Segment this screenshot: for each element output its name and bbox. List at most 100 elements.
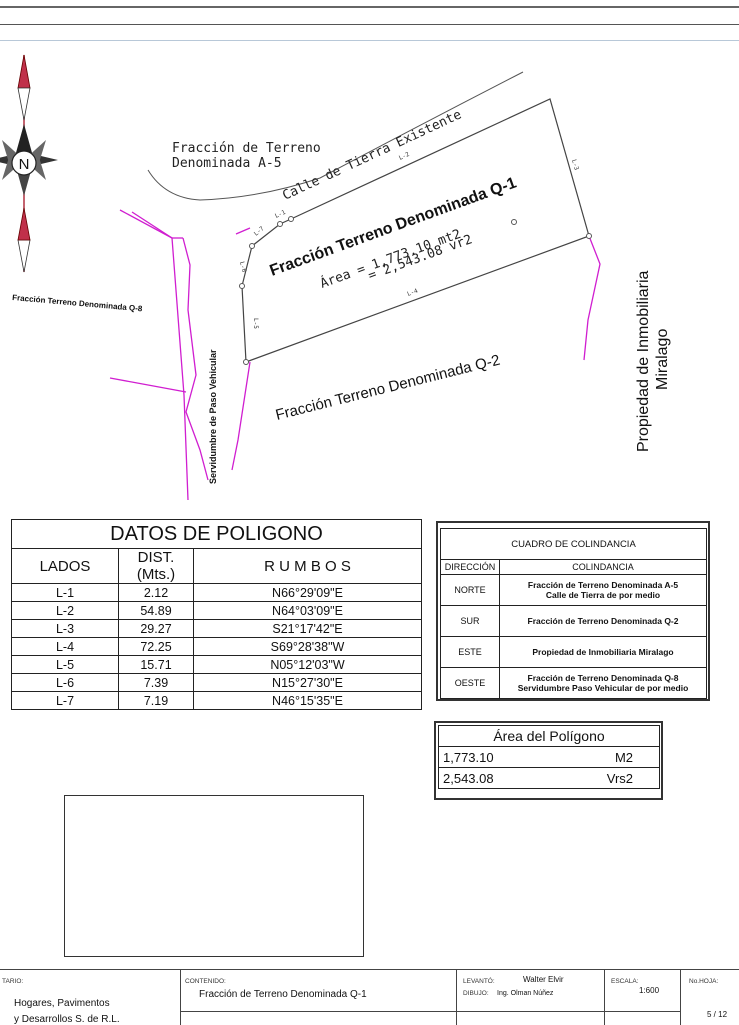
dibujo-label: DIBUJO: bbox=[463, 990, 489, 997]
area-value-m2: 1,773.10 bbox=[438, 746, 552, 768]
side-label-l5: L-5 bbox=[252, 318, 259, 329]
side-label-l4: L-4 bbox=[406, 287, 419, 297]
label-q8-title: Fracción Terreno Denominada Q-8 bbox=[12, 293, 143, 313]
cell-dist: 72.25 bbox=[118, 637, 194, 656]
side-label-l7: L-7 bbox=[253, 225, 266, 238]
cell-dist: 7.19 bbox=[118, 691, 194, 710]
poligono-table: DATOS DE POLIGONO LADOS DIST. (Mts.) R U… bbox=[11, 519, 422, 710]
cell-lado: L-6 bbox=[11, 673, 119, 692]
north-arrow-icon: N bbox=[0, 54, 58, 273]
label-propiedad-line1: Propiedad de Inmobiliaria bbox=[635, 270, 652, 452]
top-border-thick bbox=[0, 6, 739, 8]
label-fraccion-a5-line2: Denominada A-5 bbox=[172, 156, 282, 171]
site-plan: N Fracción de Terreno Denominada A-5 Cal… bbox=[0, 54, 671, 500]
dibujo-value: Ing. Olman Núñez bbox=[497, 990, 554, 997]
cell-colindancia: Propiedad de Inmobiliaria Miralago bbox=[499, 636, 707, 668]
propietario-line1: Hogares, Pavimentos bbox=[14, 998, 110, 1009]
cell-direccion: OESTE bbox=[440, 667, 500, 699]
cell-rumbo: N05°12'03"W bbox=[193, 655, 422, 674]
poligono-header-lados: LADOS bbox=[11, 548, 119, 584]
cell-dist: 2.12 bbox=[118, 583, 194, 602]
side-label-l3: L-3 bbox=[570, 159, 580, 172]
top-border-thin bbox=[0, 24, 739, 25]
contenido-label: CONTENIDO: bbox=[185, 978, 226, 985]
blank-stamp-box bbox=[64, 795, 364, 957]
north-letter: N bbox=[19, 156, 30, 173]
cell-dist: 15.71 bbox=[118, 655, 194, 674]
hoja-cell: No.HOJA: 5 / 12 bbox=[680, 970, 739, 1025]
cell-lado: L-5 bbox=[11, 655, 119, 674]
vertex-markers bbox=[239, 216, 592, 365]
poligono-title: DATOS DE POLIGONO bbox=[11, 519, 422, 549]
cell-rumbo: S69°28'38"W bbox=[193, 637, 422, 656]
escala-value: 1:600 bbox=[639, 986, 660, 995]
cell-rumbo: N15°27'30"E bbox=[193, 673, 422, 692]
cell-rumbo: N66°29'09"E bbox=[193, 583, 422, 602]
propietario-label: TARIO: bbox=[2, 978, 24, 985]
colindancia-header-direccion: DIRECCIÓN bbox=[440, 559, 500, 575]
cell-rumbo: S21°17'42"E bbox=[193, 619, 422, 638]
table-row: ESTE Propiedad de Inmobiliaria Miralago bbox=[440, 636, 707, 668]
calle-edge bbox=[147, 71, 524, 201]
cell-dist: 7.39 bbox=[118, 673, 194, 692]
escala-label: ESCALA: bbox=[611, 978, 639, 985]
side-label-l2: L-2 bbox=[398, 151, 411, 162]
contenido-cell: CONTENIDO: Fracción de Terreno Denominad… bbox=[180, 970, 457, 1025]
cell-rumbo: N64°03'09"E bbox=[193, 601, 422, 620]
adjacent-boundaries bbox=[109, 209, 601, 500]
area-value-vrs2: 2,543.08 bbox=[438, 767, 552, 789]
top-border-blue bbox=[0, 40, 739, 41]
table-row: NORTE Fracción de Terreno Denominada A-5… bbox=[440, 574, 707, 606]
cell-dist: 29.27 bbox=[118, 619, 194, 638]
area-unit-vrs2: Vrs2 bbox=[551, 767, 661, 789]
contenido-value: Fracción de Terreno Denominada Q-1 bbox=[199, 989, 367, 1000]
label-propiedad-line2: Miralago bbox=[654, 329, 671, 390]
colindancia-table: CUADRO DE COLINDANCIA DIRECCIÓN COLINDAN… bbox=[440, 528, 707, 699]
area-frame bbox=[434, 721, 663, 800]
levanto-cell: LEVANTÓ: Walter Elvir DIBUJO: Ing. Olman… bbox=[456, 970, 605, 1025]
cell-direccion: SUR bbox=[440, 605, 500, 637]
area-title: Área del Polígono bbox=[438, 725, 660, 747]
hoja-value: 5 / 12 bbox=[707, 1010, 728, 1019]
poligono-header-dist: DIST. (Mts.) bbox=[118, 548, 194, 584]
cell-lado: L-4 bbox=[11, 637, 119, 656]
table-row: 2,543.08 Vrs2 bbox=[438, 767, 661, 789]
cell-dist: 54.89 bbox=[118, 601, 194, 620]
area-unit-m2: M2 bbox=[551, 746, 661, 768]
table-row: 1,773.10 M2 bbox=[438, 746, 661, 768]
colindancia-frame bbox=[436, 521, 710, 701]
cell-rumbo: N46°15'35"E bbox=[193, 691, 422, 710]
colindancia-title: CUADRO DE COLINDANCIA bbox=[440, 528, 707, 560]
colindancia-header-colindancia: COLINDANCIA bbox=[499, 559, 707, 575]
label-q2-title: Fracción Terreno Denominada Q-2 bbox=[274, 352, 502, 424]
parcel-q1-outline bbox=[241, 98, 590, 363]
side-label-l1: L-1 bbox=[274, 209, 287, 220]
hoja-label: No.HOJA: bbox=[689, 978, 719, 985]
cell-lado: L-3 bbox=[11, 619, 119, 638]
propietario-line2: y Desarrollos S. de R.L. bbox=[14, 1014, 120, 1025]
cell-lado: L-2 bbox=[11, 601, 119, 620]
table-row: SUR Fracción de Terreno Denominada Q-2 bbox=[440, 605, 707, 637]
title-block: TARIO: Hogares, Pavimentos y Desarrollos… bbox=[0, 969, 739, 1025]
side-label-l6: L-6 bbox=[238, 261, 248, 274]
cell-lado: L-7 bbox=[11, 691, 119, 710]
levanto-value: Walter Elvir bbox=[523, 975, 564, 984]
levanto-label: LEVANTÓ: bbox=[463, 978, 495, 985]
table-row: OESTE Fracción de Terreno Denominada Q-8… bbox=[440, 667, 707, 699]
label-servidumbre: Servidumbre de Paso Vehicular bbox=[208, 349, 218, 484]
poligono-header-rumbos: R U M B O S bbox=[193, 548, 422, 584]
label-fraccion-a5-line1: Fracción de Terreno bbox=[172, 141, 321, 156]
cell-direccion: NORTE bbox=[440, 574, 500, 606]
area-table: Área del Polígono 1,773.10 M2 2,543.08 V… bbox=[438, 725, 661, 789]
escala-cell: ESCALA: 1:600 bbox=[604, 970, 681, 1025]
cell-direccion: ESTE bbox=[440, 636, 500, 668]
